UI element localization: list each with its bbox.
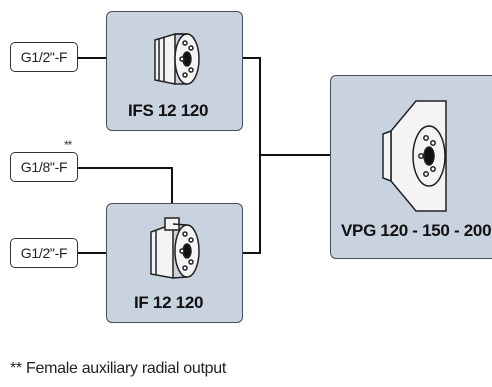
if-module: IF 12 120 <box>106 203 243 323</box>
port-aux-tag: G1/8"-F <box>10 152 78 182</box>
vpg-suction-cup-icon <box>382 100 447 212</box>
if-module-label: IF 12 120 <box>134 293 204 312</box>
ifs-connector-icon <box>154 32 200 85</box>
vpg-module: VPG 120 - 150 - 200 <box>330 75 492 259</box>
port-bottom-tag: G1/2"-F <box>10 238 78 268</box>
ifs-module-label: IFS 12 120 <box>128 101 209 120</box>
footnote-text: ** Female auxiliary radial output <box>10 360 226 377</box>
ifs-module: IFS 12 120 <box>106 11 243 131</box>
vpg-module-label: VPG 120 - 150 - 200 <box>341 221 492 240</box>
port-top-tag: G1/2"-F <box>10 42 78 72</box>
if-connector-icon <box>150 217 200 279</box>
aux-port-marker: ** <box>64 138 72 152</box>
